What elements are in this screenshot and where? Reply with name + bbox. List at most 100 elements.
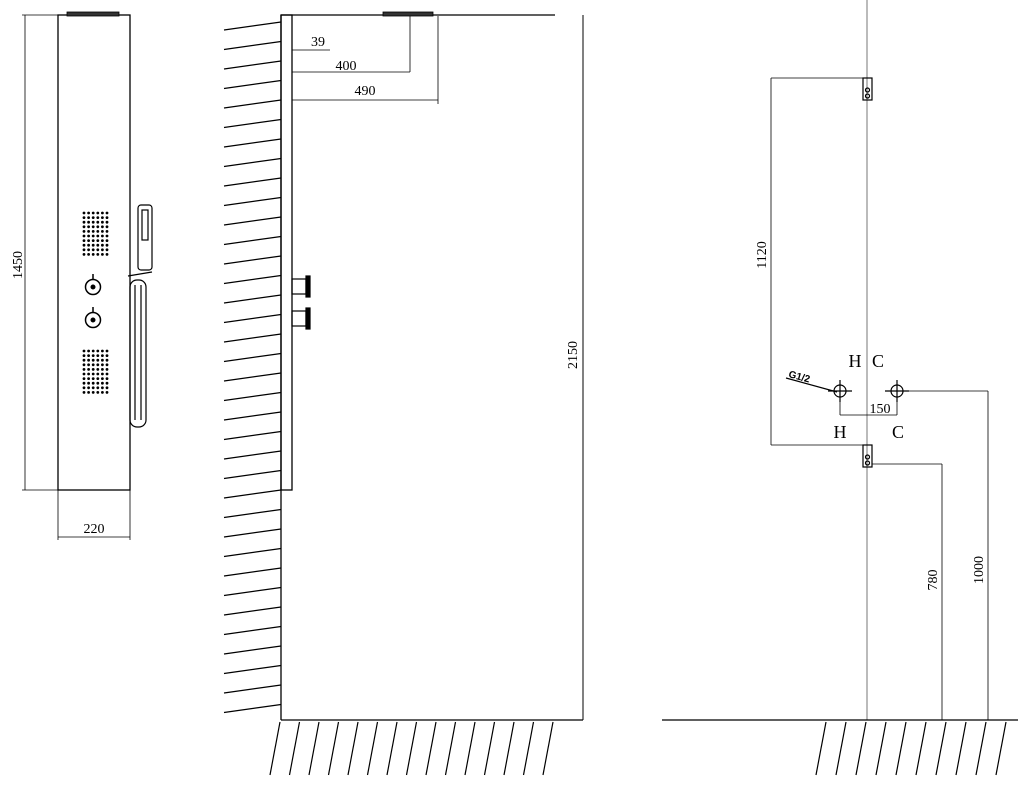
jet-dot — [91, 216, 95, 220]
rain-head-top — [66, 11, 120, 17]
jet-dot — [96, 391, 100, 394]
hot-label-bottom: H — [834, 422, 847, 442]
hatch-line — [223, 391, 282, 402]
hatch-line — [223, 430, 282, 441]
jet-dot — [82, 377, 86, 380]
bracket-top — [862, 77, 873, 101]
jet-dot — [87, 239, 90, 243]
cold-label-top: C — [872, 351, 884, 371]
jet-dot — [105, 243, 109, 247]
hatch-line — [223, 21, 282, 31]
projection-dimensions — [292, 16, 439, 104]
hatch-line — [915, 721, 927, 776]
body-jets-lower — [82, 349, 109, 394]
jet-dot — [91, 234, 95, 238]
jet-dot — [96, 234, 100, 238]
jet-dot — [105, 234, 109, 238]
jet-dot — [91, 243, 95, 247]
jet-dot — [105, 220, 109, 224]
jet-dot — [101, 220, 104, 224]
jet-dot — [101, 230, 104, 233]
jet-dot — [105, 225, 109, 229]
dim-1120-label: 1120 — [755, 241, 770, 268]
hatch-line — [464, 721, 476, 776]
jet-dot — [96, 372, 100, 376]
jet-dot — [96, 225, 100, 229]
hatch-line — [366, 721, 379, 776]
floor-hatch-install — [815, 721, 1007, 776]
jet-dot — [82, 234, 86, 238]
width-label: 220 — [84, 522, 105, 537]
jet-dot — [82, 243, 86, 247]
cold-label-bottom: C — [892, 422, 904, 442]
jet-dot — [105, 377, 109, 380]
jet-dot — [105, 248, 109, 252]
hatch-line — [223, 216, 282, 226]
hatch-line — [223, 196, 282, 207]
hatch-line — [875, 721, 887, 776]
dim-2150-label: 2150 — [566, 341, 581, 369]
side-view: 39 400 490 2150 — [223, 11, 584, 776]
jet-dot — [87, 391, 90, 394]
hot-label-top: H — [849, 351, 862, 371]
dim-1000-label: 1000 — [972, 556, 987, 584]
jet-dot — [91, 372, 95, 376]
hatch-line — [425, 721, 437, 776]
jet-dot — [101, 391, 104, 394]
jet-dot — [87, 234, 90, 238]
jet-dot — [91, 363, 95, 367]
hatch-line — [223, 411, 282, 421]
jet-dot — [87, 381, 90, 385]
jet-dot — [105, 381, 109, 385]
jet-dot — [82, 372, 86, 376]
hatch-line — [223, 294, 282, 304]
jet-dot — [91, 391, 95, 394]
wall-hatch — [223, 21, 282, 714]
jet-dot — [82, 248, 86, 252]
jet-dot — [101, 372, 104, 376]
thread-label: G1/2 — [787, 369, 811, 385]
panel-side-profile — [280, 14, 293, 491]
jet-dot — [91, 225, 95, 229]
jet-dot — [82, 230, 86, 233]
knob-side-lower — [291, 307, 311, 330]
jet-dot — [96, 377, 100, 380]
hatch-line — [223, 469, 282, 480]
dim-150-label: 150 — [870, 402, 891, 417]
jet-dot — [105, 391, 109, 394]
hatch-line — [542, 721, 554, 776]
jet-dot — [105, 358, 109, 362]
jet-dot — [91, 220, 95, 224]
jet-dot — [101, 234, 104, 238]
jet-dot — [105, 230, 109, 233]
hatch-line — [223, 450, 282, 460]
hatch-line — [522, 721, 535, 776]
jet-dot — [87, 225, 90, 229]
hatch-line — [223, 547, 282, 558]
jet-dot — [82, 358, 86, 362]
width-dimension — [57, 490, 131, 540]
hatch-line — [444, 721, 457, 776]
jet-dot — [91, 211, 95, 215]
jet-dot — [96, 239, 100, 243]
hatch-line — [288, 721, 301, 776]
jet-dot — [105, 354, 109, 357]
hatch-line — [975, 721, 987, 776]
jet-dot — [96, 358, 100, 362]
jet-dot — [105, 239, 109, 243]
jet-dot — [87, 253, 90, 256]
jet-dot — [105, 363, 109, 367]
thread-leader-line — [785, 377, 838, 393]
jet-dot — [87, 358, 90, 362]
inlet-spacing-dimension — [839, 397, 898, 416]
jet-dot — [105, 372, 109, 376]
hatch-line — [223, 528, 282, 538]
hatch-line — [223, 235, 282, 246]
height-dimension-1000 — [903, 390, 989, 720]
bracket-bottom — [862, 444, 873, 468]
hand-shower — [127, 204, 153, 428]
dim-780-label: 780 — [926, 570, 941, 591]
hatch-line — [327, 721, 340, 776]
jet-dot — [82, 391, 86, 394]
